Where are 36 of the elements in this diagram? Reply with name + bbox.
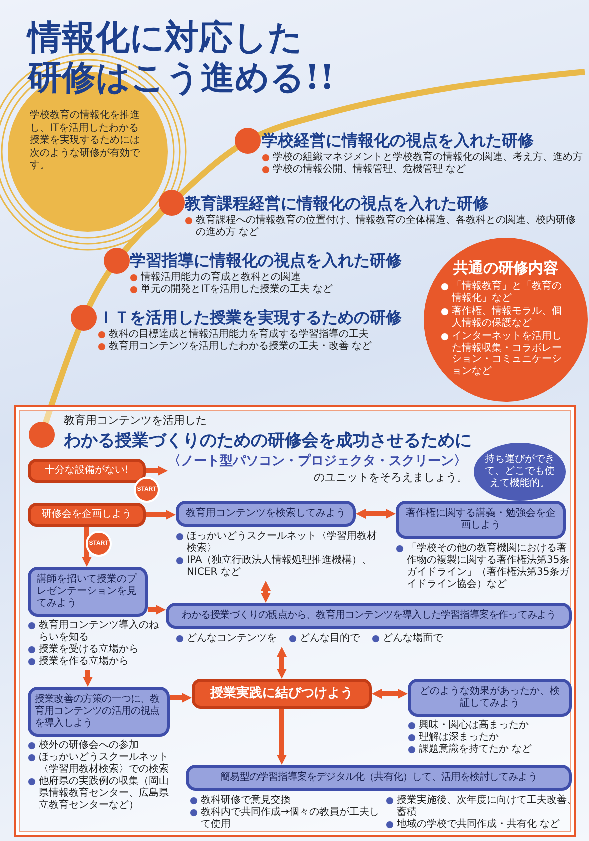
- arrow: [277, 709, 287, 765]
- equipment-heading: 〈ノート型パソコン・プロジェクタ・スクリーン〉: [168, 453, 468, 471]
- step-pill: わかる授業づくりの観点から、教育用コンテンツを導入した学習指導案を作ってみよう: [166, 603, 572, 629]
- instruction-text: のユニットをそろえましょう。: [313, 471, 468, 485]
- action-pill: 十分な設備がない!: [28, 459, 146, 483]
- note-item: どんな目的で: [289, 633, 360, 645]
- step-pill: 授業改善の方策の一つに、教育用コンテンツの活用の視点を導入しよう: [28, 687, 170, 737]
- note-item: どんなコンテンツを: [176, 633, 277, 645]
- section-heading: 教育課程経営に情報化の視点を入れた研修: [185, 193, 490, 214]
- section-subheading: 教育用コンテンツを活用した: [64, 413, 207, 428]
- speech-bubble: 持ち運びができて、どこでも使えて機能的。: [474, 443, 566, 501]
- step-pill: 教育用コンテンツを検索してみよう: [176, 501, 356, 527]
- arrow: [146, 466, 168, 476]
- note-item: 「学校その他の教育機関における著作物の複製に関する著作権法第35条ガイドライン」（著作権法第35条ガイドライン協会）など: [396, 543, 571, 591]
- arrow: [372, 689, 408, 699]
- arrow: [82, 527, 92, 567]
- arrow: [277, 647, 287, 679]
- arrow: [356, 509, 396, 519]
- section-heading: 学校経営に情報化の視点を入れた研修: [262, 130, 535, 152]
- section-heading: ＩＴを活用した授業を実現するための研修: [98, 307, 403, 328]
- step-pill: 講師を招いて授業のプレゼンテーションを見てみよう: [28, 567, 148, 617]
- step-pill: 簡易型の学習指導案をデジタル化（共有化）して、活用を検討してみよう: [186, 765, 572, 791]
- arrow: [261, 581, 271, 603]
- arrow: [146, 510, 176, 520]
- step-pill: 著作権に関する講義・勉強会を企画しよう: [396, 501, 566, 539]
- bullet-item: 学校の組織マネジメントと学校教育の情報化の関連、考え方、進め方: [262, 152, 584, 164]
- arrow: [170, 693, 192, 703]
- step-pill: どのような効果があったか、検証してみよう: [408, 679, 572, 717]
- circle-heading: 共通の研修内容: [452, 258, 560, 278]
- arrow: [83, 670, 93, 687]
- action-pill: 授業実践に結びつけよう: [192, 679, 372, 709]
- section-heading: わかる授業づくりのための研修会を成功させるために: [64, 430, 472, 452]
- arrow: [148, 605, 166, 615]
- action-pill: 研修会を企画しよう: [28, 503, 146, 527]
- section-heading: 学習指導に情報化の視点を入れた研修: [130, 250, 403, 272]
- note-item: どんな場面で: [372, 633, 443, 645]
